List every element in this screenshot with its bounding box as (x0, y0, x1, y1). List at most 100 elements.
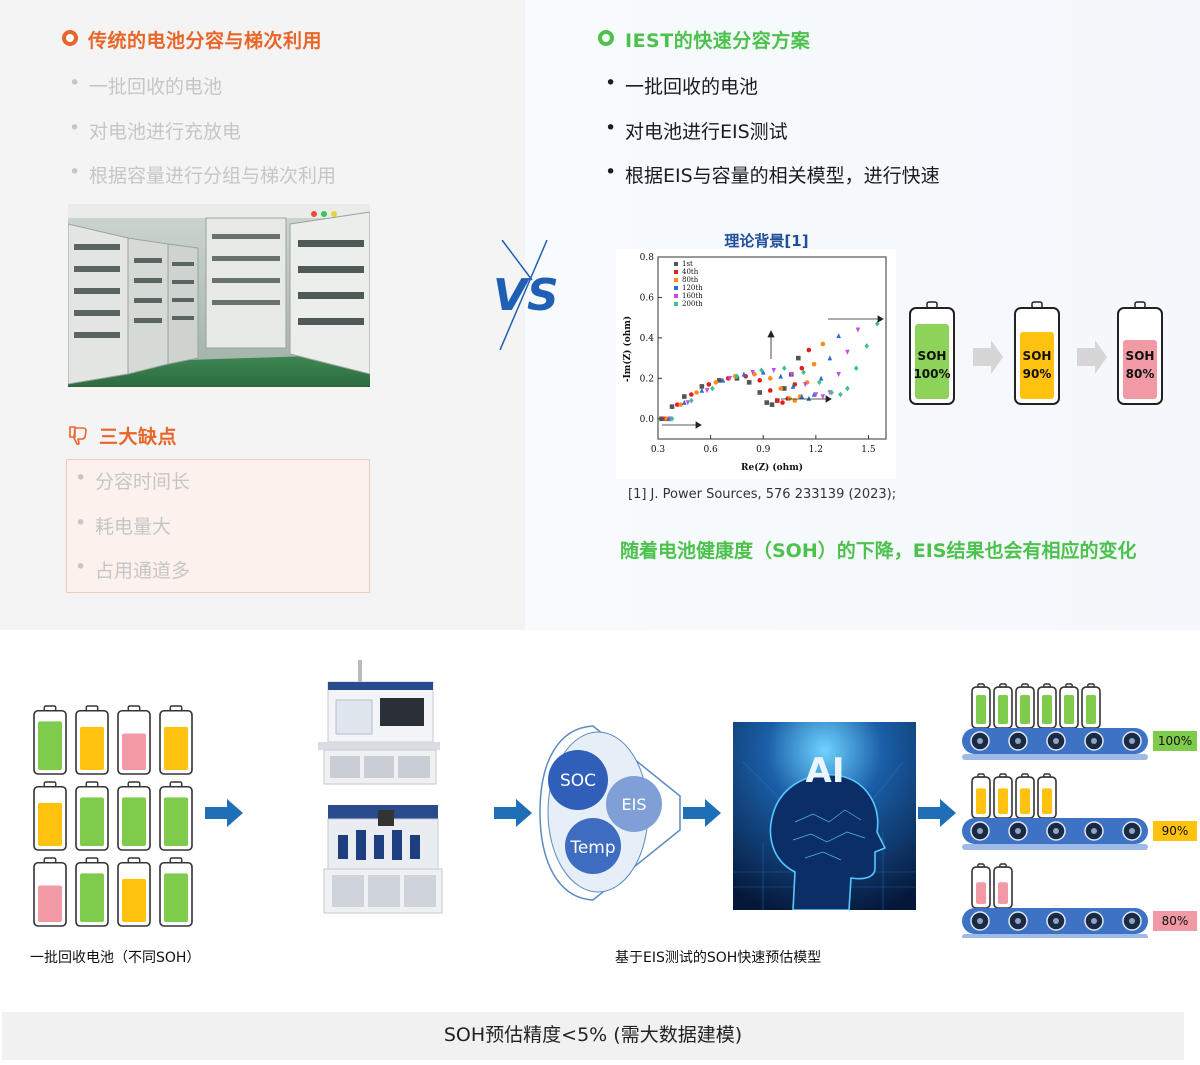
battery-icon (971, 863, 991, 909)
data-point (820, 341, 826, 347)
y-tick-label: 0.0 (640, 415, 655, 425)
battery-cabinet-photo (68, 204, 370, 387)
battery-icon (75, 705, 109, 775)
battery-icon (993, 773, 1013, 819)
grade-label: 100% (1158, 734, 1192, 748)
data-point (811, 361, 817, 367)
iest-bullet: 一批回收的电池 (605, 72, 758, 99)
battery-icon (1059, 683, 1079, 729)
right-arrow-icon (973, 340, 1003, 374)
data-point (771, 367, 777, 374)
data-point (678, 402, 684, 407)
data-point (767, 376, 773, 381)
battery-icon (159, 857, 193, 927)
conveyor-belt (962, 728, 1148, 760)
data-point (778, 373, 784, 379)
legend-marker (674, 294, 678, 298)
battery-icon (117, 857, 151, 927)
data-point (704, 388, 710, 394)
iest-title: IEST的快速分容方案 (625, 30, 811, 52)
accuracy-footer: SOH预估精度<5% (需大数据建模) (2, 1012, 1184, 1060)
data-point (769, 402, 775, 407)
flow-arrow-icon (683, 799, 721, 827)
soc-circle: SOC (548, 750, 608, 810)
flow-arrow-icon (205, 799, 243, 827)
legend-label: 200th (682, 300, 703, 308)
data-point (796, 355, 801, 361)
recycled-batteries-caption: 一批回收电池（不同SOH） (30, 950, 201, 966)
battery-icon (1037, 683, 1057, 729)
data-point (706, 382, 712, 387)
traditional-title: 传统的电池分容与梯次利用 (88, 30, 323, 52)
data-point (838, 391, 843, 398)
battery-icon (1015, 683, 1035, 729)
data-point (790, 383, 796, 389)
battery-icon (117, 781, 151, 851)
data-point (734, 373, 740, 380)
legend-marker (674, 262, 678, 266)
data-point (685, 400, 691, 406)
model-caption: 基于EIS测试的SOH快速预估模型 (615, 950, 822, 966)
data-point (760, 369, 766, 375)
soh-degradation-row: SOH 100% SOH 90% SOH 80% (909, 301, 1163, 405)
data-point (801, 369, 806, 376)
flow-arrow-icon (494, 799, 532, 827)
legend-marker (674, 302, 678, 306)
battery-icon (993, 863, 1013, 909)
data-point (699, 384, 705, 389)
soh-battery-90: SOH 90% (1014, 301, 1060, 405)
data-point (757, 378, 763, 383)
data-point (781, 386, 787, 391)
data-point (855, 327, 861, 333)
defect-item: 分容时间长 (75, 467, 190, 494)
legend-label: 40th (682, 268, 699, 276)
eis-circle: EIS (606, 776, 662, 832)
data-point (689, 392, 694, 397)
data-point (788, 371, 794, 378)
battery-icon (993, 683, 1013, 729)
orange-dot-icon (62, 30, 78, 46)
y-axis-label: -Im(Z) (ohm) (622, 316, 633, 382)
data-point (827, 355, 833, 361)
data-point (727, 376, 733, 382)
data-point (829, 389, 834, 396)
data-point (767, 388, 773, 393)
soh-battery-100: SOH 100% (909, 301, 955, 405)
data-point (780, 400, 785, 405)
temp-circle: Temp (565, 818, 621, 874)
data-point (710, 385, 715, 392)
legend-marker (674, 270, 678, 274)
legend-label: 1st (682, 260, 693, 268)
sorted-conveyors: 100%90%80% (962, 683, 1197, 938)
data-point (741, 371, 747, 377)
y-tick-label: 0.8 (640, 253, 655, 263)
data-point (787, 396, 792, 401)
data-point (757, 390, 763, 395)
soh-battery-label: SOH (1126, 349, 1155, 363)
data-point (750, 369, 756, 376)
data-point (818, 375, 824, 381)
data-point (853, 365, 859, 372)
data-point (774, 398, 780, 403)
data-point (864, 343, 870, 349)
grade-label: 80% (1162, 914, 1189, 928)
soh-battery-value: 90% (1023, 367, 1052, 381)
reference-text: [1] J. Power Sources, 576 233139 (2023); (628, 487, 897, 502)
traditional-bullet: 根据容量进行分组与梯次利用 (69, 161, 336, 188)
data-point (799, 365, 805, 371)
data-point (817, 379, 822, 386)
temp-label: Temp (569, 838, 615, 858)
data-point (699, 387, 705, 393)
green-dot-icon (598, 30, 614, 46)
legend-label: 120th (682, 284, 703, 292)
data-point (694, 390, 699, 395)
legend-marker (674, 286, 678, 290)
battery-icon (159, 705, 193, 775)
iest-bullet: 对电池进行EIS测试 (605, 117, 788, 144)
battery-icon (75, 781, 109, 851)
right-arrow-icon (1077, 340, 1107, 374)
grade-badge: 80% (1153, 911, 1197, 931)
data-point (836, 333, 841, 339)
traditional-bullet: 对电池进行充放电 (69, 117, 241, 144)
